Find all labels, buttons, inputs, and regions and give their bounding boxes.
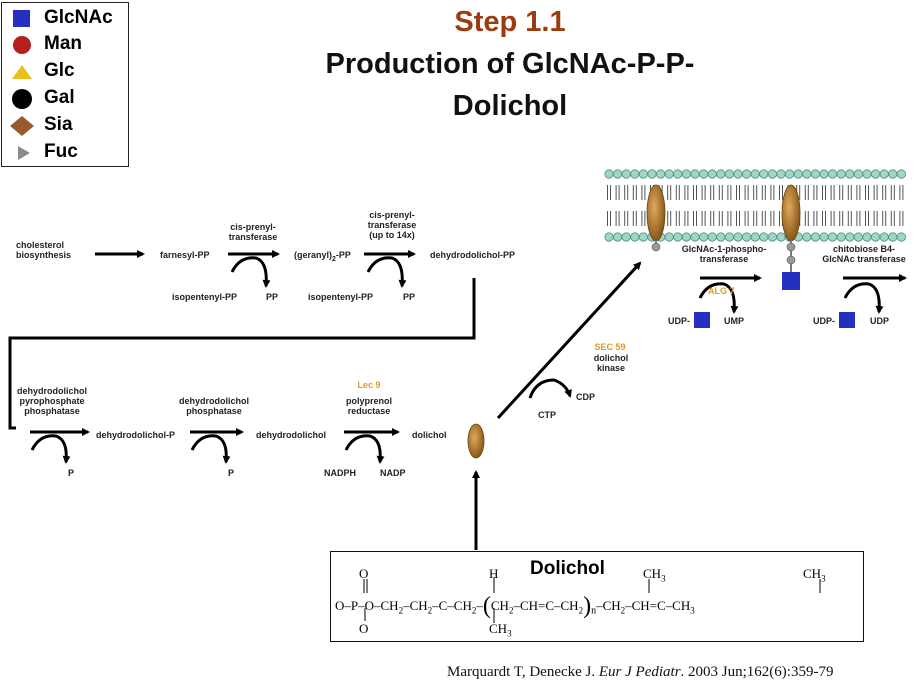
citation: Marquardt T, Denecke J. Eur J Pediatr. 2… xyxy=(447,664,834,680)
label-udp-3: UDP xyxy=(870,316,890,326)
black-circle-icon xyxy=(12,89,32,109)
curved-arrow-alg7 xyxy=(698,282,739,314)
legend-label: Man xyxy=(44,33,82,54)
legend-item-gal: Gal xyxy=(2,87,130,111)
label-dehydrodolichol-pp: dehydrodolichol-PP xyxy=(430,250,516,260)
grey-triangle-icon xyxy=(18,146,30,160)
label-pp-1: PP xyxy=(266,292,279,302)
legend-item-fuc: Fuc xyxy=(2,141,130,165)
slide-title-line2: Dolichol xyxy=(452,90,568,122)
dolichol-structure-title: Dolichol xyxy=(530,558,605,579)
curved-arrow-enzyme1 xyxy=(230,256,271,288)
structure-bonds xyxy=(363,577,821,623)
curved-arrow-kinase xyxy=(528,378,572,399)
structure-o-top: O xyxy=(359,566,369,581)
label-isopentenyl-pp-1: isopentenyl-PP xyxy=(172,292,238,302)
label-p-2: P xyxy=(228,468,235,478)
label-pp-2: PP xyxy=(403,292,416,302)
blue-square-icon xyxy=(13,10,30,27)
label-sec59: SEC 59 xyxy=(594,342,626,352)
phosphate-icon xyxy=(786,255,796,265)
connector-line xyxy=(8,278,476,430)
label-nadp: NADP xyxy=(380,468,406,478)
label-enzyme6: GlcNAc-1-phospho-transferase xyxy=(681,244,767,264)
slide-title-line1: Production of GlcNAc-P-P- xyxy=(325,48,695,80)
label-dolichol: dolichol xyxy=(412,430,447,440)
legend-label: Sia xyxy=(44,114,73,135)
dolichol-structure-box xyxy=(330,551,864,642)
phosphate-icon xyxy=(786,242,796,252)
structure-h: H xyxy=(489,566,499,581)
dolichol-lipid-icon xyxy=(467,423,485,459)
glcnac-square-icon xyxy=(694,312,710,328)
legend-label: Fuc xyxy=(44,141,78,162)
membrane-dolichol-icon xyxy=(646,184,666,242)
red-circle-icon xyxy=(13,36,31,54)
glcnac-square-icon xyxy=(782,272,800,290)
legend-label: Glc xyxy=(44,60,75,81)
label-geranyl-pp: (geranyl)2-PP xyxy=(294,250,351,263)
label-nadph: NADPH xyxy=(324,468,357,478)
structure-main-chain: O–P–O–CH2–CH2–C–CH2–(CH2–CH=C–CH2)n–CH2–… xyxy=(335,593,695,619)
brown-diamond-icon xyxy=(10,116,34,136)
label-enzyme7: chitobiose B4-GlcNAc transferase xyxy=(822,244,906,264)
label-isopentenyl-pp-2: isopentenyl-PP xyxy=(308,292,374,302)
legend: GlcNAc Man Glc Gal Sia Fuc xyxy=(1,2,129,167)
label-enzyme2: cis-prenyl-transferase(up to 14x) xyxy=(367,210,417,240)
glcnac-square-icon xyxy=(839,312,855,328)
curved-arrow-enzyme5 xyxy=(344,434,385,464)
label-enzyme1: cis-prenyl-transferase xyxy=(228,222,278,242)
label-alg7: ALG 7 xyxy=(708,286,735,296)
curved-arrow-enzyme4 xyxy=(190,434,231,464)
legend-item-man: Man xyxy=(2,33,130,57)
label-farnesyl-pp: farnesyl-PP xyxy=(160,250,210,260)
phosphate-icon xyxy=(651,242,661,252)
label-dehydrodolichol-p: dehydrodolichol-P xyxy=(96,430,176,440)
legend-label: GlcNAc xyxy=(44,7,113,28)
label-ump: UMP xyxy=(724,316,744,326)
arrow-dolichol-to-membrane xyxy=(496,261,642,420)
structure-ch3-2: CH3 xyxy=(643,566,666,584)
label-lec9: Lec 9 xyxy=(357,380,381,390)
legend-item-glcnac: GlcNAc xyxy=(2,7,130,31)
label-cdp: CDP xyxy=(576,392,596,402)
structure-o-bottom: O xyxy=(359,621,369,636)
curved-arrow-enzyme2 xyxy=(366,256,407,288)
label-dehydrodolichol: dehydrodolichol xyxy=(256,430,327,440)
legend-label: Gal xyxy=(44,87,75,108)
label-ctp: CTP xyxy=(538,410,556,420)
curved-arrow-chitobiose xyxy=(843,282,884,314)
membrane-bilayer xyxy=(604,169,907,242)
slide-step-title: Step 1.1 xyxy=(454,6,566,38)
yellow-triangle-icon xyxy=(12,65,32,79)
label-udp-1: UDP- xyxy=(668,316,690,326)
structure-ch3-1: CH3 xyxy=(489,621,512,639)
label-udp-2: UDP- xyxy=(813,316,835,326)
legend-item-glc: Glc xyxy=(2,60,130,84)
curved-arrow-enzyme3 xyxy=(30,434,71,464)
membrane-dolichol-icon xyxy=(781,184,801,242)
label-p-1: P xyxy=(68,468,75,478)
structure-ch3-3: CH3 xyxy=(803,566,826,584)
legend-item-sia: Sia xyxy=(2,114,130,138)
